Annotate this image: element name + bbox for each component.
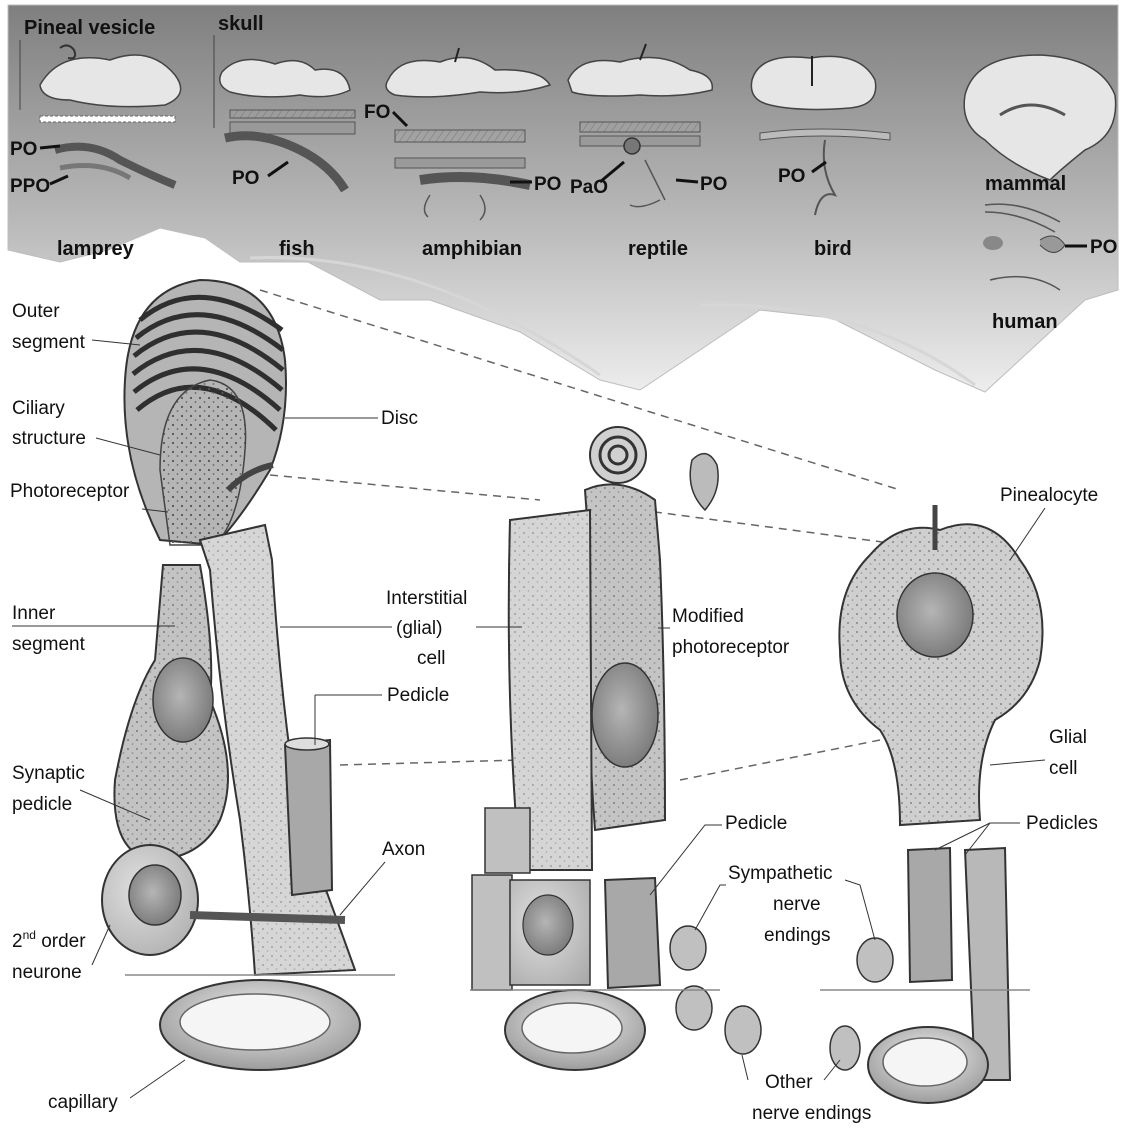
ppo-label: PPO	[10, 176, 50, 197]
po-reptile-label: PO	[700, 174, 727, 195]
sympathetic-nerve-endings-label-line2: nerve	[773, 894, 821, 915]
interstitial-cell-label-line3: cell	[417, 648, 446, 669]
pinealocyte-label: Pinealocyte	[1000, 485, 1098, 506]
middle-modified-photoreceptor	[470, 427, 761, 1070]
skull-label: skull	[218, 13, 264, 35]
lamprey-label: lamprey	[57, 238, 135, 260]
capillary-label: capillary	[48, 1092, 118, 1113]
glial-cell-label-line2: cell	[1049, 758, 1078, 779]
pedicles-label: Pedicles	[1026, 813, 1098, 834]
sympathetic-nerve-endings-label-line3: endings	[764, 925, 831, 946]
mammal-label: mammal	[985, 173, 1066, 195]
bird-label: bird	[814, 238, 852, 260]
po-fish-label: PO	[232, 168, 259, 189]
human-label: human	[992, 311, 1058, 333]
po-human-label: PO	[1090, 237, 1117, 258]
modified-photoreceptor-label-line1: Modified	[672, 606, 744, 627]
right-pinealocyte	[820, 505, 1043, 1103]
outer-segment-label-line1: Outer	[12, 301, 60, 322]
left-photoreceptor-cell	[102, 280, 395, 1070]
outer-segment-label-line2: segment	[12, 332, 86, 353]
po-bird-label: PO	[778, 166, 805, 187]
ciliary-structure-label-line2: structure	[12, 428, 86, 449]
modified-photoreceptor-label-line2: photoreceptor	[672, 637, 790, 658]
fo-label: FO	[364, 102, 390, 123]
other-nerve-endings-label-line2: nerve endings	[752, 1103, 871, 1124]
photoreceptor-label: Photoreceptor	[10, 481, 130, 502]
pineal-vesicle-label: Pineal vesicle	[24, 17, 155, 39]
ciliary-structure-label-line1: Ciliary	[12, 398, 65, 419]
second-order-neurone-label-line1: 2nd order	[12, 928, 86, 952]
synaptic-pedicle-label-line2: pedicle	[12, 794, 72, 815]
disc-label: Disc	[381, 408, 418, 429]
pedicle-middle-label: Pedicle	[725, 813, 787, 834]
inner-segment-label-line1: Inner	[12, 603, 56, 624]
reptile-label: reptile	[628, 238, 688, 260]
po-lamprey-label: PO	[10, 139, 37, 160]
glial-cell-label-line1: Glial	[1049, 727, 1087, 748]
po-amphibian-label: PO	[534, 174, 561, 195]
second-order-neurone-label-line2: neurone	[12, 962, 82, 983]
fish-label: fish	[279, 238, 315, 260]
interstitial-cell-label-line1: Interstitial	[386, 588, 467, 609]
amphibian-label: amphibian	[422, 238, 522, 260]
interstitial-cell-label-line2: (glial)	[396, 618, 442, 639]
other-nerve-endings-label-line1: Other	[765, 1072, 813, 1093]
synaptic-pedicle-label-line1: Synaptic	[12, 763, 85, 784]
inner-segment-label-line2: segment	[12, 634, 86, 655]
axon-label: Axon	[382, 839, 425, 860]
pedicle-left-label: Pedicle	[387, 685, 449, 706]
sympathetic-nerve-endings-label-line1: Sympathetic	[728, 863, 833, 884]
